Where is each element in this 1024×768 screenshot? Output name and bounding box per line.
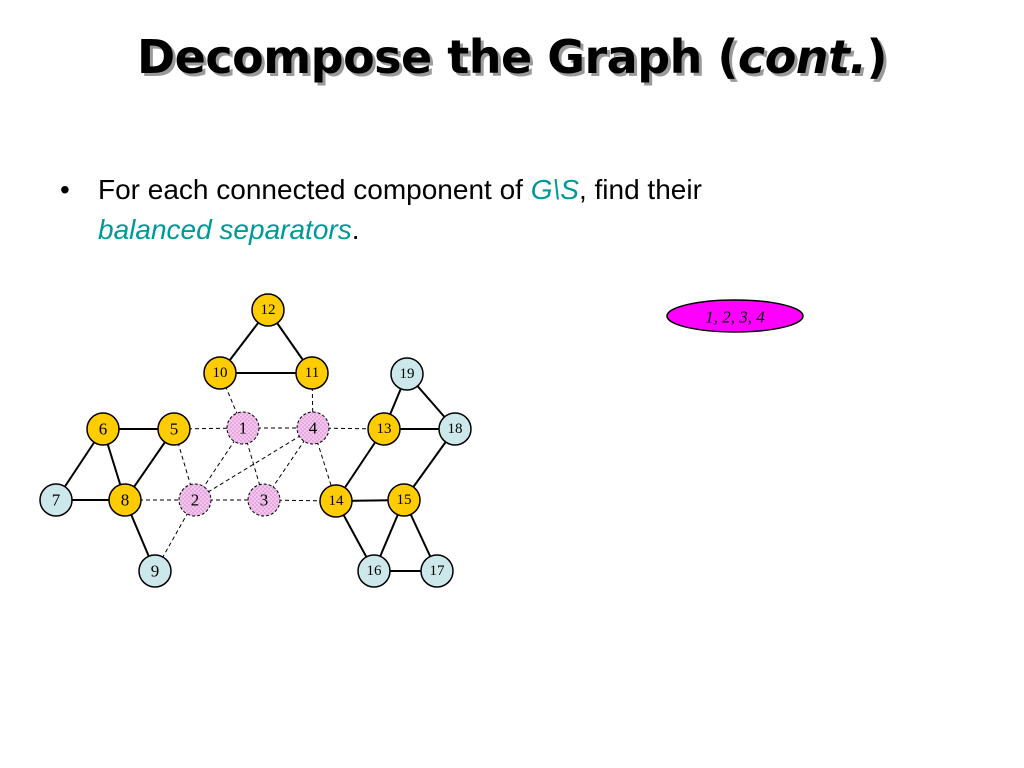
node-circle-9 (138, 554, 172, 588)
node-11: 11 (295, 356, 329, 390)
node-12: 12 (251, 293, 285, 327)
dashed-edge-4-2 (194, 427, 314, 501)
node-label-16: 16 (367, 563, 383, 579)
node-circle-2 (178, 483, 212, 517)
node-16: 16 (357, 554, 391, 588)
bullet-text: For each connected component of G\S, fin… (98, 170, 880, 250)
node-label-9: 9 (151, 562, 160, 581)
separator-oval: 1, 2, 3, 4 (666, 299, 804, 333)
node-label-6: 6 (99, 420, 108, 439)
node-circle-19 (390, 357, 424, 391)
node-1: 1 (226, 411, 260, 445)
node-4: 4 (296, 411, 330, 445)
separator-label: 1, 2, 3, 4 (705, 308, 765, 327)
node-circle-15 (387, 483, 421, 517)
slide-title: Decompose the Graph (cont.) (0, 30, 1024, 84)
dashed-edge-3-14 (263, 499, 337, 502)
bullet-point: • For each connected component of G\S, f… (60, 170, 880, 250)
node-label-5: 5 (170, 420, 179, 439)
bullet-part1: For each connected component of (98, 174, 531, 205)
node-circle-3 (247, 483, 281, 517)
node-circle-10 (203, 356, 237, 390)
node-label-7: 7 (52, 491, 61, 510)
node-14: 14 (319, 484, 353, 518)
node-circle-4 (296, 411, 330, 445)
node-circle-12 (251, 293, 285, 327)
bullet-accent-gs: G\S (530, 174, 579, 205)
node-circle-14 (319, 484, 353, 518)
node-15: 15 (387, 483, 421, 517)
bullet-part2: , find their (578, 174, 702, 205)
bullet-icon: • (60, 174, 70, 205)
node-label-17: 17 (430, 563, 446, 579)
node-label-19: 19 (400, 366, 415, 382)
node-circle-13 (367, 412, 401, 446)
node-circle-17 (420, 554, 454, 588)
title-main: Decompose the Graph ( (136, 30, 738, 84)
bullet-accent-separators: balanced separators (98, 214, 352, 245)
node-18: 18 (438, 412, 472, 446)
node-label-13: 13 (377, 421, 392, 437)
node-13: 13 (367, 412, 401, 446)
node-7: 7 (39, 483, 73, 517)
node-label-15: 15 (397, 492, 412, 508)
node-3: 3 (247, 483, 281, 517)
node-circle-18 (438, 412, 472, 446)
title-close: ) (866, 30, 888, 84)
node-label-1: 1 (239, 419, 248, 438)
node-circle-6 (86, 412, 120, 446)
node-circle-11 (295, 356, 329, 390)
node-circle-1 (226, 411, 260, 445)
node-label-12: 12 (261, 302, 276, 318)
node-circle-5 (157, 412, 191, 446)
node-circle-16 (357, 554, 391, 588)
node-circle-8 (108, 483, 142, 517)
node-5: 5 (157, 412, 191, 446)
node-label-8: 8 (121, 491, 130, 510)
dashed-edge-5-2 (173, 428, 196, 501)
node-label-3: 3 (260, 491, 269, 510)
bullet-part3: . (351, 214, 360, 245)
node-label-14: 14 (329, 493, 345, 509)
node-19: 19 (390, 357, 424, 391)
node-9: 9 (138, 554, 172, 588)
node-label-11: 11 (305, 365, 319, 381)
node-8: 8 (108, 483, 142, 517)
dashed-edge-1-3 (242, 427, 265, 501)
node-label-2: 2 (191, 491, 200, 510)
node-6: 6 (86, 412, 120, 446)
node-circle-7 (39, 483, 73, 517)
node-10: 10 (203, 356, 237, 390)
node-label-4: 4 (309, 419, 318, 438)
node-17: 17 (420, 554, 454, 588)
node-label-18: 18 (448, 421, 463, 437)
node-2: 2 (178, 483, 212, 517)
title-italic: cont. (737, 30, 867, 84)
node-label-10: 10 (213, 365, 228, 381)
dashed-edges (125, 372, 385, 572)
